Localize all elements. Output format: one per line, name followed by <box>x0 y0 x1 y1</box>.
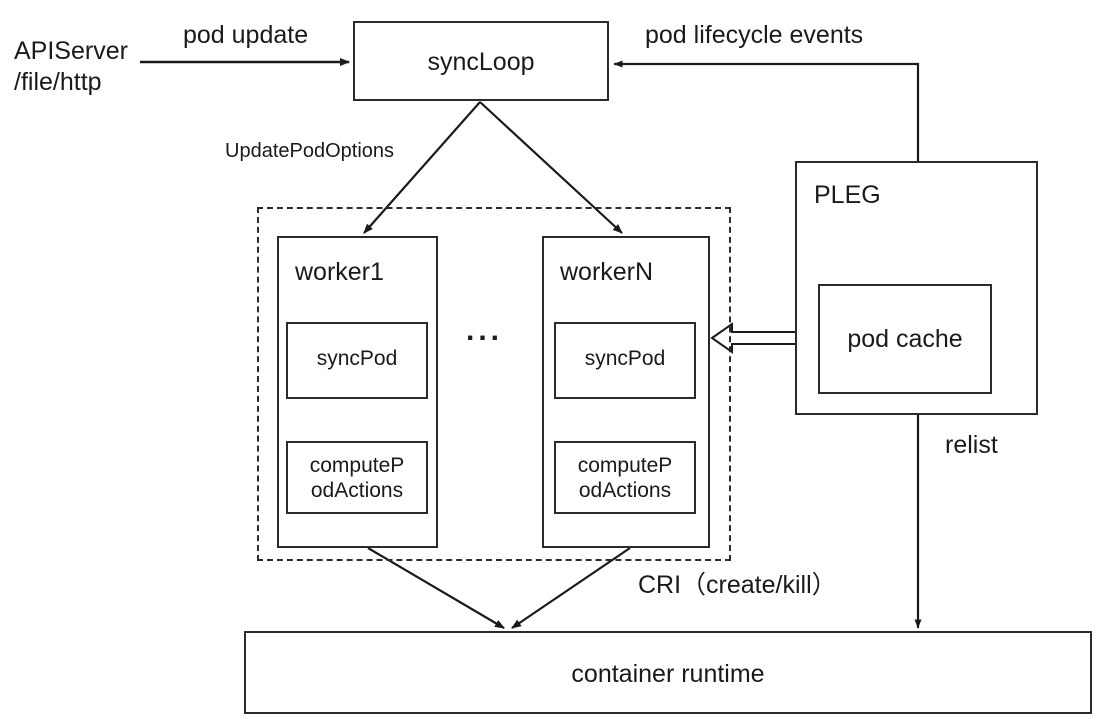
node-worker1-compute-pod-actions-label: computeP odActions <box>309 454 405 503</box>
node-worker1-compute-pod-actions[interactable]: computeP odActions <box>286 441 428 514</box>
node-workerN-sync-pod-label: syncPod <box>584 347 666 370</box>
node-workerN-sync-pod[interactable]: syncPod <box>554 322 696 399</box>
worker-pool-group <box>257 207 731 561</box>
label-pod-update: pod update <box>183 21 309 49</box>
node-workerN-label: workerN <box>560 258 654 286</box>
arrow-pod-lifecycle-events <box>613 60 920 161</box>
label-pod-lifecycle-events: pod lifecycle events <box>645 21 864 49</box>
label-relist: relist <box>945 431 998 459</box>
node-pod-cache-label: pod cache <box>847 325 963 353</box>
label-cri-create-kill: CRI（create/kill） <box>638 571 837 599</box>
node-sync-loop[interactable]: syncLoop <box>353 21 609 101</box>
label-worker-ellipsis: ... <box>466 314 504 347</box>
node-pod-cache[interactable]: pod cache <box>818 284 992 394</box>
node-workerN-compute-pod-actions-label: computeP odActions <box>577 454 673 503</box>
node-worker1-sync-pod-label: syncPod <box>316 347 398 370</box>
node-pleg-label: PLEG <box>814 181 881 209</box>
label-apiserver: APIServer /file/http <box>14 37 128 97</box>
node-container-runtime[interactable]: container runtime <box>244 631 1092 714</box>
node-worker1-sync-pod[interactable]: syncPod <box>286 322 428 399</box>
node-container-runtime-label: container runtime <box>571 660 765 688</box>
node-sync-loop-label: syncLoop <box>427 48 535 76</box>
label-update-pod-options: UpdatePodOptions <box>225 140 395 162</box>
node-workerN-compute-pod-actions[interactable]: computeP odActions <box>554 441 696 514</box>
node-worker1-label: worker1 <box>295 258 384 286</box>
